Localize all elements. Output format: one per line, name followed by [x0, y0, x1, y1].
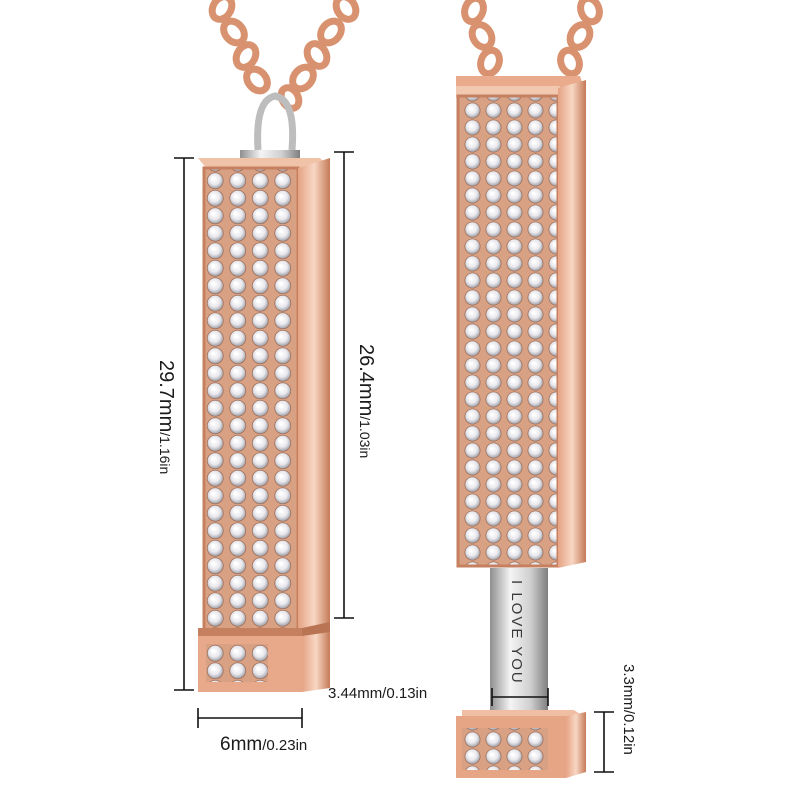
right-chain [461, 0, 603, 78]
width-in: /0.23in [262, 737, 307, 754]
width-mm: 6mm [220, 734, 262, 755]
right-pendant: I LOVE YOU [456, 76, 586, 778]
silver-insert [490, 568, 548, 716]
svg-text:26.4mm/1.03in: 26.4mm/1.03in [355, 344, 377, 458]
body-height-mm: 26.4mm [355, 344, 377, 416]
dimension-lines [174, 151, 614, 773]
left-chain [208, 0, 360, 112]
left-pendant [198, 92, 330, 692]
body-height-in: /1.03in [357, 416, 373, 458]
insert-width-label: 3.44mm/0.13in [328, 685, 427, 702]
total-height-label: 29.7mm/1.16in [155, 360, 177, 474]
total-height-mm: 29.7mm [155, 360, 177, 432]
engraving-text: I LOVE YOU [508, 580, 525, 685]
body-height-label: 26.4mm/1.03in [355, 344, 377, 458]
silver-bail [254, 92, 297, 151]
cap-height-label: 3.3mm/0.12in [620, 664, 637, 755]
svg-text:29.7mm/1.16in: 29.7mm/1.16in [155, 360, 177, 474]
left-crystal-face [202, 166, 300, 632]
right-crystal-face [456, 94, 560, 568]
width-label: 6mm/0.23in [220, 734, 307, 755]
total-height-in: /1.16in [157, 432, 173, 474]
